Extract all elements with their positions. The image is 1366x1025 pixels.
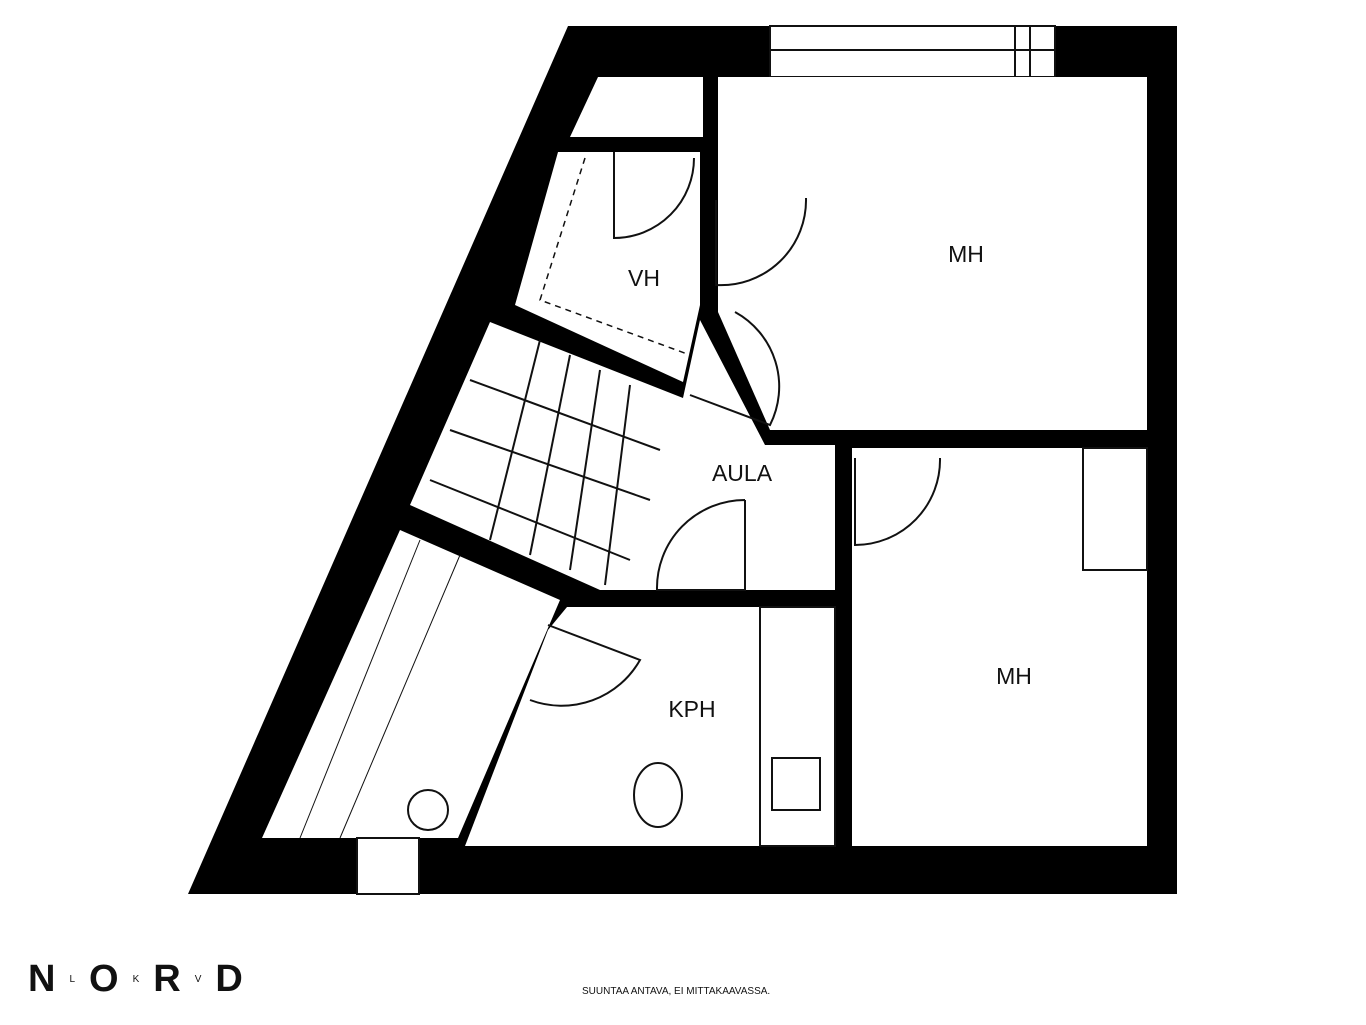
- label-mh-top: MH: [948, 241, 984, 267]
- room-vh: [515, 152, 700, 382]
- logo-letter: V: [194, 974, 202, 985]
- disclaimer-note: SUUNTAA ANTAVA, EI MITTAKAAVASSA.: [582, 986, 771, 997]
- entry-door: [356, 837, 420, 895]
- room-sauna: [262, 530, 560, 838]
- toilet: [633, 762, 683, 828]
- closet-top: [570, 77, 703, 137]
- label-mh-bottom: MH: [996, 663, 1032, 689]
- room-aula: [410, 320, 835, 590]
- room-mh-top: [718, 77, 1147, 430]
- label-kph: KPH: [668, 696, 715, 722]
- room-mh-bottom: [852, 448, 1147, 846]
- label-vh: VH: [628, 265, 660, 291]
- window-top: [769, 25, 1056, 78]
- label-aula: AULA: [712, 460, 773, 486]
- logo-letter: N: [28, 958, 56, 1000]
- logo-letter: K: [132, 974, 140, 985]
- logo-letter: O: [89, 958, 119, 1000]
- logo-letter: R: [153, 958, 181, 1000]
- sauna-stove: [407, 789, 449, 831]
- room-kph: [465, 607, 835, 846]
- stairs: [429, 339, 661, 586]
- logo-letter: L: [69, 974, 76, 985]
- nord-lkv-logo: N L O K R V D: [28, 958, 243, 1001]
- logo-letter: D: [215, 958, 243, 1000]
- door-arcs: [529, 152, 942, 707]
